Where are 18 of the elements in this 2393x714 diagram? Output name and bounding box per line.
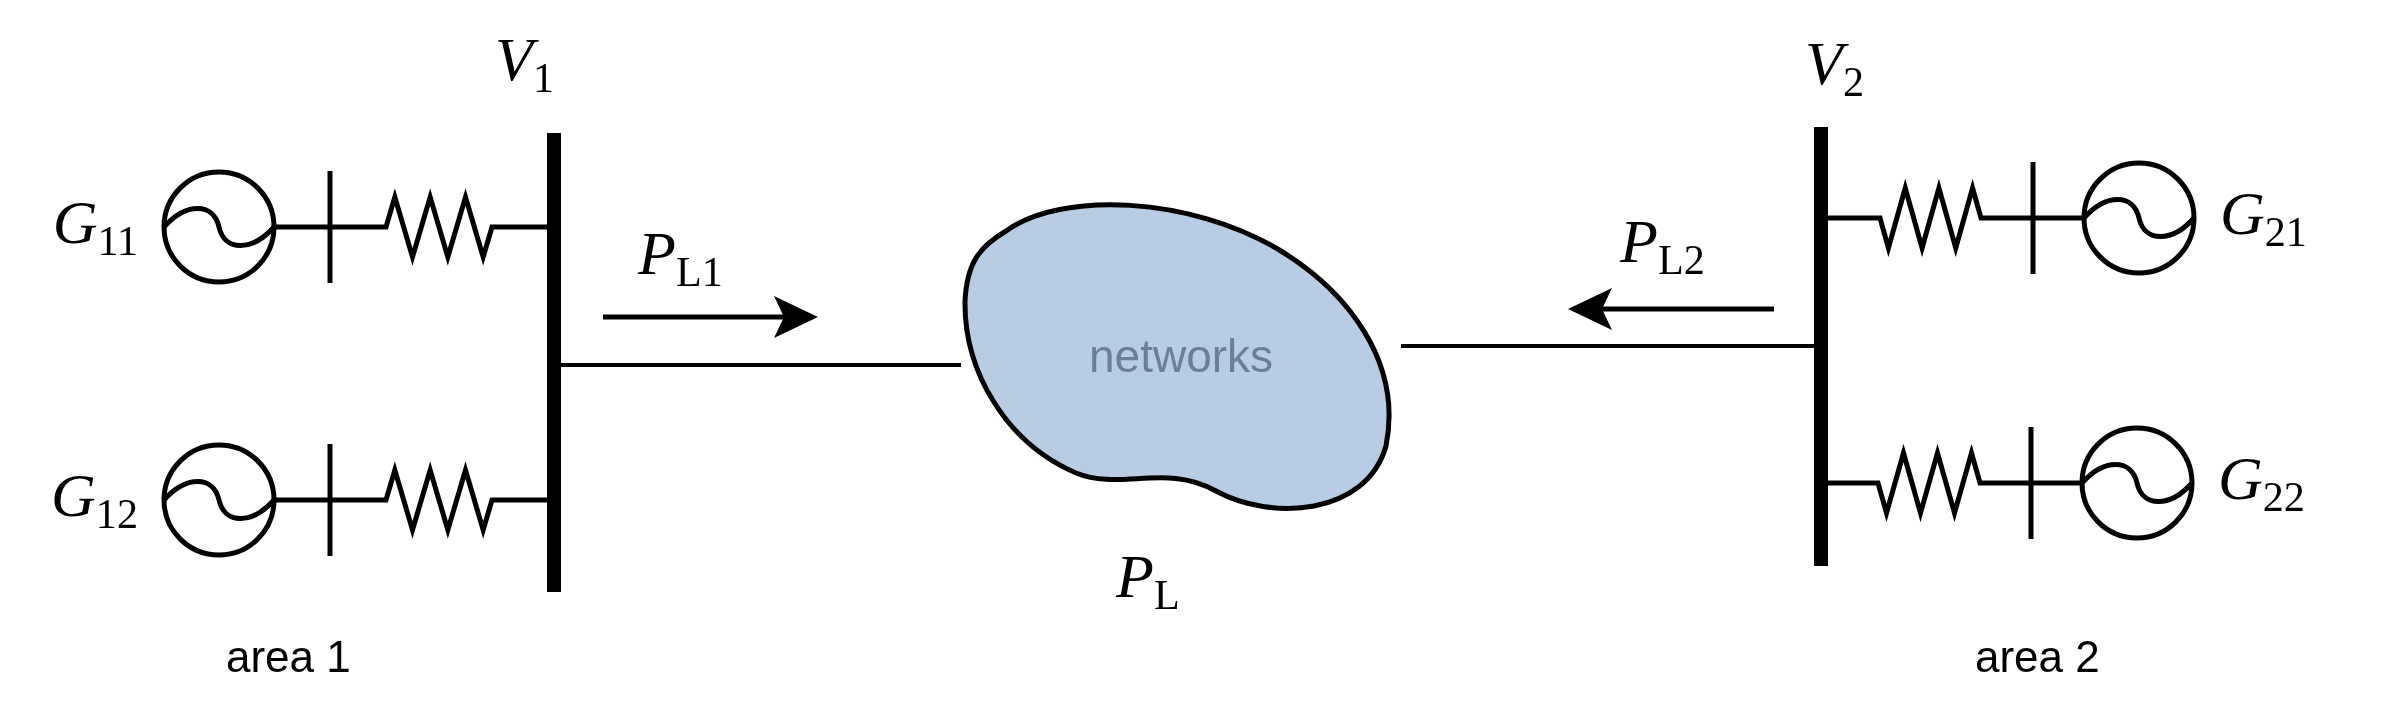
- transmission-line: [561, 363, 961, 367]
- bus-voltage-label: V$_{1}$: [495, 28, 554, 99]
- bus-voltage-label: V$_{2}$: [1805, 32, 1864, 103]
- power-flow-label: P$_{L2}$: [1620, 210, 1705, 281]
- line-with-resistor: [274, 188, 547, 266]
- area-label: area 1: [226, 632, 351, 682]
- power-label: P$_{L}$: [1116, 545, 1180, 616]
- area-label: area 2: [1975, 632, 2100, 682]
- generator-label: G$_{11}$: [52, 191, 138, 262]
- power-flow-label: P$_{L1}$: [638, 222, 723, 293]
- generator-label: G$_{21}$: [2220, 182, 2307, 253]
- transmission-line: [1401, 344, 1814, 348]
- node-label: networks: [1089, 329, 1274, 383]
- line-with-resistor: [1828, 178, 2084, 258]
- generator-label: G$_{22}$: [2218, 447, 2305, 518]
- line-with-resistor: [274, 461, 547, 539]
- line-with-resistor: [1828, 443, 2082, 523]
- generator-label: G$_{12}$: [51, 464, 138, 535]
